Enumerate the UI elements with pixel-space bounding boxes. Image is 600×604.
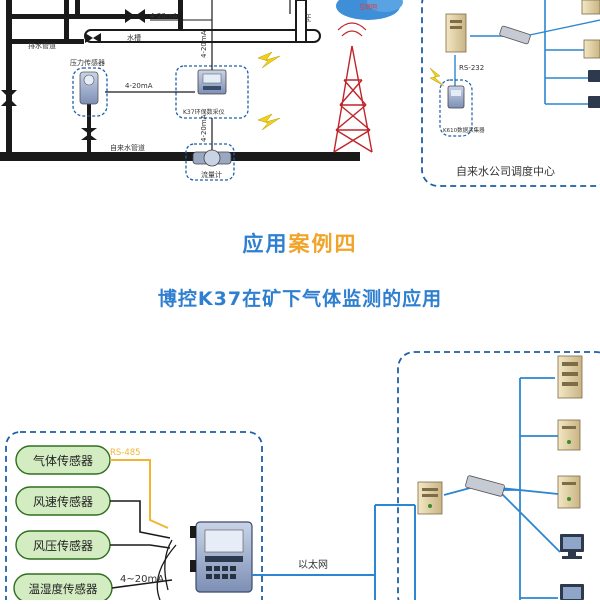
cell-tower-icon bbox=[333, 22, 373, 153]
sensor-list: 气体传感器 风速传感器 风压传感器 温湿度传感器 bbox=[13, 445, 113, 603]
sensor-wind-pressure-label: 风压传感器 bbox=[33, 538, 93, 553]
flowmeter-icon bbox=[192, 149, 232, 167]
computer-icon bbox=[560, 534, 584, 559]
left-riser-pipe bbox=[6, 0, 12, 160]
server-icon bbox=[581, 0, 600, 59]
case-title-part1: 应用 bbox=[242, 232, 289, 256]
water-tank-label: 水槽 bbox=[127, 33, 141, 42]
sensor-gas-label: 气体传感器 bbox=[33, 453, 93, 468]
current-label-1: 4-20mA bbox=[125, 82, 153, 90]
current-label-4: 4-20mA bbox=[200, 114, 208, 142]
main-pipe bbox=[0, 152, 360, 161]
dispatch-network: RS-232 K610数据采集器 自来水公司调度中心 bbox=[439, 0, 600, 178]
server-icon bbox=[557, 419, 581, 451]
current-label-3: 4-20mA bbox=[200, 30, 208, 58]
case-title-part2: 案例四 bbox=[288, 232, 358, 256]
top-pipe bbox=[12, 14, 182, 19]
ethernet-link bbox=[252, 504, 416, 600]
k37-unit-icon bbox=[190, 521, 253, 593]
server-icon bbox=[557, 475, 581, 509]
tap-water-pipe-label: 自来水管道 bbox=[110, 143, 145, 152]
drain-pipe-label: 排水管道 bbox=[28, 41, 56, 50]
network-switch-icon bbox=[499, 25, 531, 45]
current-label-2: 4-20mA bbox=[150, 12, 178, 20]
monitoring-center-panel bbox=[397, 351, 600, 604]
flowmeter-label: 流量计 bbox=[201, 170, 222, 179]
sensor-temp-humidity-label: 温湿度传感器 bbox=[29, 582, 98, 596]
cloud-label: 互联网 bbox=[359, 3, 377, 11]
dispatch-center-panel bbox=[421, 0, 600, 187]
case-subtitle: 博控K37在矿下气体监测的应用 bbox=[157, 288, 443, 310]
computer-icon bbox=[560, 584, 584, 600]
server-icon bbox=[445, 13, 467, 53]
ethernet-label: 以太网 bbox=[298, 558, 328, 571]
server-icon bbox=[417, 481, 443, 515]
pipeline-diagram: 排水管道 水槽 压力传感器 自来水管道 4-20mA 4-20mA 4-20mA… bbox=[0, 0, 445, 181]
wireless-signal-icon bbox=[257, 51, 445, 131]
valve-icon bbox=[1, 9, 145, 140]
rs485-label: RS-485 bbox=[110, 448, 141, 458]
k37-label: K37环保数采仪 bbox=[183, 108, 225, 116]
sensor-panel bbox=[5, 431, 263, 604]
case-title: 应用案例四 bbox=[0, 228, 600, 258]
network-switch-icon bbox=[465, 475, 505, 497]
pressure-sensor-icon bbox=[79, 71, 99, 105]
dispatch-center-label: 自来水公司调度中心 bbox=[456, 164, 555, 178]
monitoring-network bbox=[417, 355, 584, 600]
current-label: 4~20mA bbox=[120, 574, 164, 585]
computer-icon bbox=[588, 70, 600, 108]
ph-label: PH bbox=[306, 14, 313, 22]
internet-cloud-icon: 互联网 bbox=[336, 0, 403, 20]
server-rack-icon bbox=[557, 355, 583, 399]
k610-label: K610数据采集器 bbox=[443, 126, 485, 134]
rs232-label: RS-232 bbox=[459, 64, 484, 72]
sensor-wind-speed-label: 风速传感器 bbox=[33, 494, 93, 509]
k610-collector-icon bbox=[447, 85, 465, 109]
sensor-wires bbox=[110, 459, 177, 601]
pressure-sensor-label: 压力传感器 bbox=[70, 58, 105, 67]
k37-device-icon bbox=[197, 69, 227, 95]
